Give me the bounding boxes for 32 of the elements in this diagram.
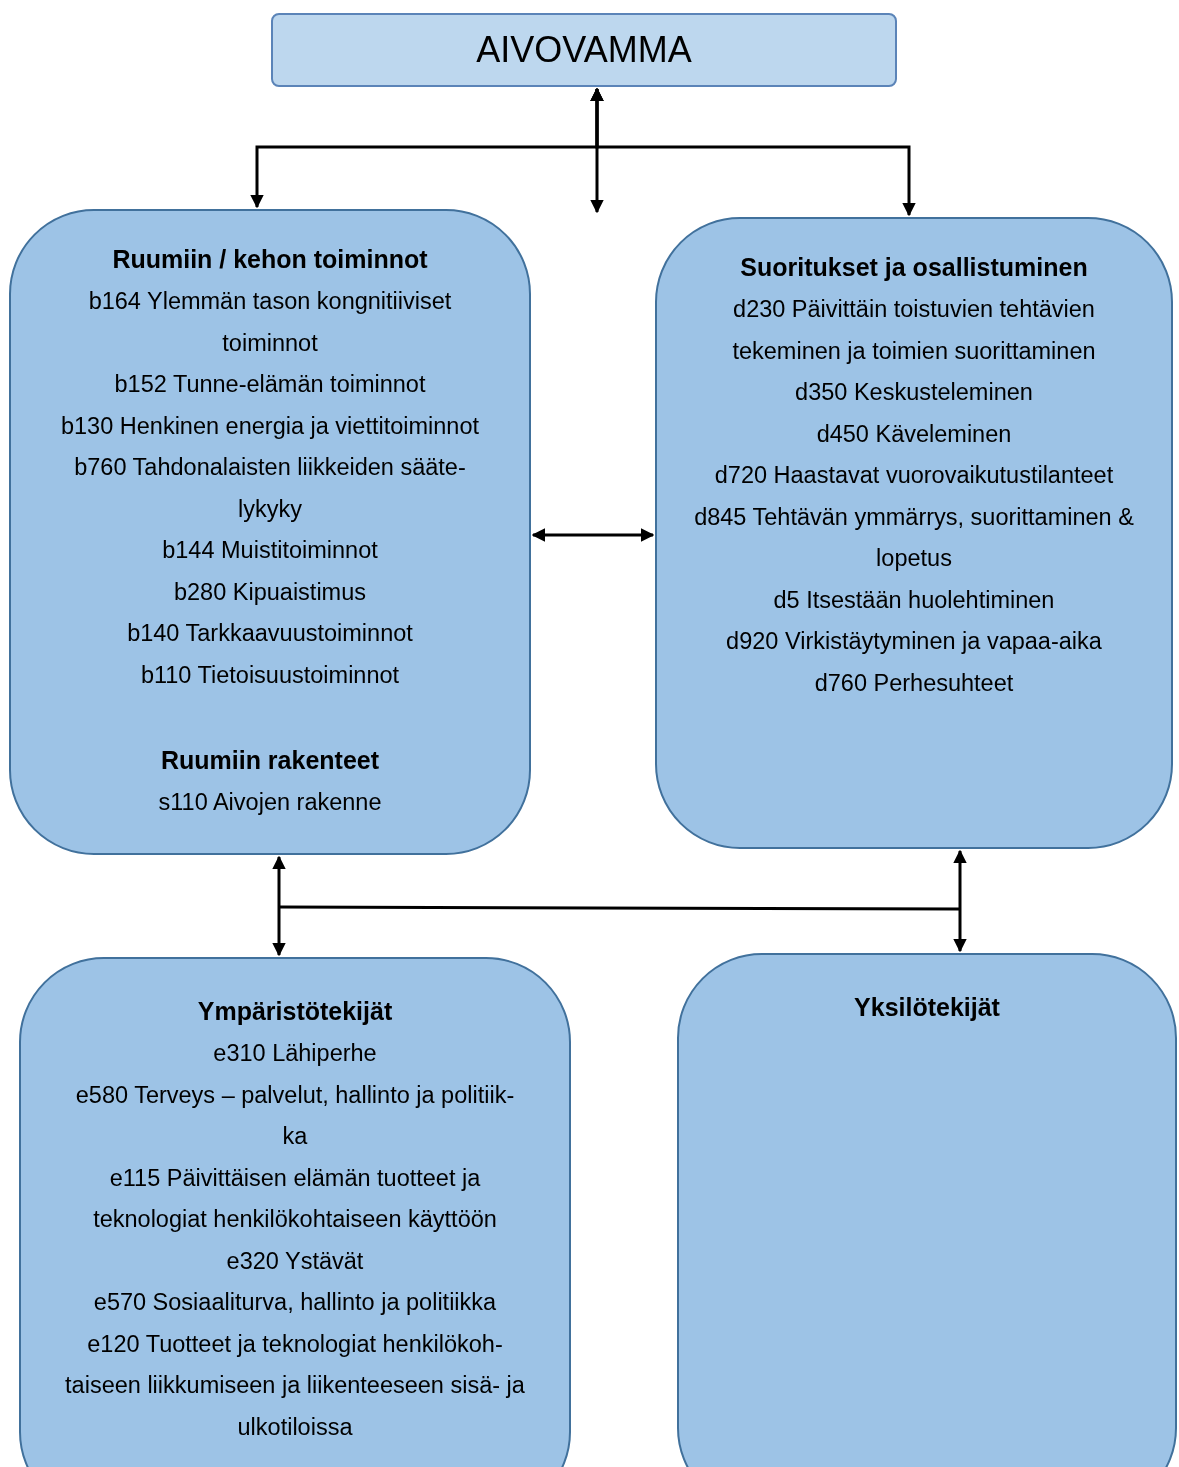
section-heading: Ruumiin rakenteet [160,745,380,776]
section-heading: Ympäristötekijät [197,996,393,1027]
section-heading: Suoritukset ja osallistuminen [740,252,1088,283]
item-text: e310 Lähiperhe [213,1039,377,1068]
section-heading: Ruumiin / kehon toiminnot [112,244,428,275]
item-text: b130 Henkinen energia ja viettitoiminnot [60,411,479,441]
category-box [19,957,571,1467]
item-text: b144 Muistitoiminnot [162,536,378,565]
item-text: e320 Ystävät [226,1246,364,1276]
title-box [271,13,897,87]
item-text: s110 Aivojen rakenne [158,788,382,817]
section-heading: Yksilötekijät [854,992,1000,1023]
item-text: b110 Tietoisuustoiminnot [140,660,400,690]
item-text: b152 Tunne-elämän toiminnot [114,370,426,399]
double-arrow [531,528,655,542]
category-box [677,953,1177,1467]
item-text: d720 Haastavat vuorovaikutustilanteet [714,461,1114,490]
double-arrow [590,87,916,217]
double-arrow [953,849,967,953]
item-text: e570 Sosiaaliturva, hallinto ja politiikka [93,1288,497,1317]
item-text: d5 Itsestään huolehtiminen [773,585,1055,615]
item-text: b280 Kipuaistimus [174,577,366,607]
item-text: b140 Tarkkaavuustoiminnot [127,619,413,648]
item-text: d350 Keskusteleminen [795,378,1033,407]
double-arrow [272,855,286,957]
item-text: d760 Perhesuhteet [814,668,1014,698]
item-text: d450 Käveleminen [816,419,1012,449]
category-box [655,217,1173,849]
item-text: d920 Virkistäytyminen ja vapaa-aika [726,627,1102,656]
item-text: e120 Tuotteet ja teknologiat henkilökoh- taiseen liikkumiseen ja liikenteeseen sisä- ja ulkotiloissa [65,1329,525,1442]
category-box [9,209,531,855]
title-text: AIVOVAMMA [476,28,692,72]
